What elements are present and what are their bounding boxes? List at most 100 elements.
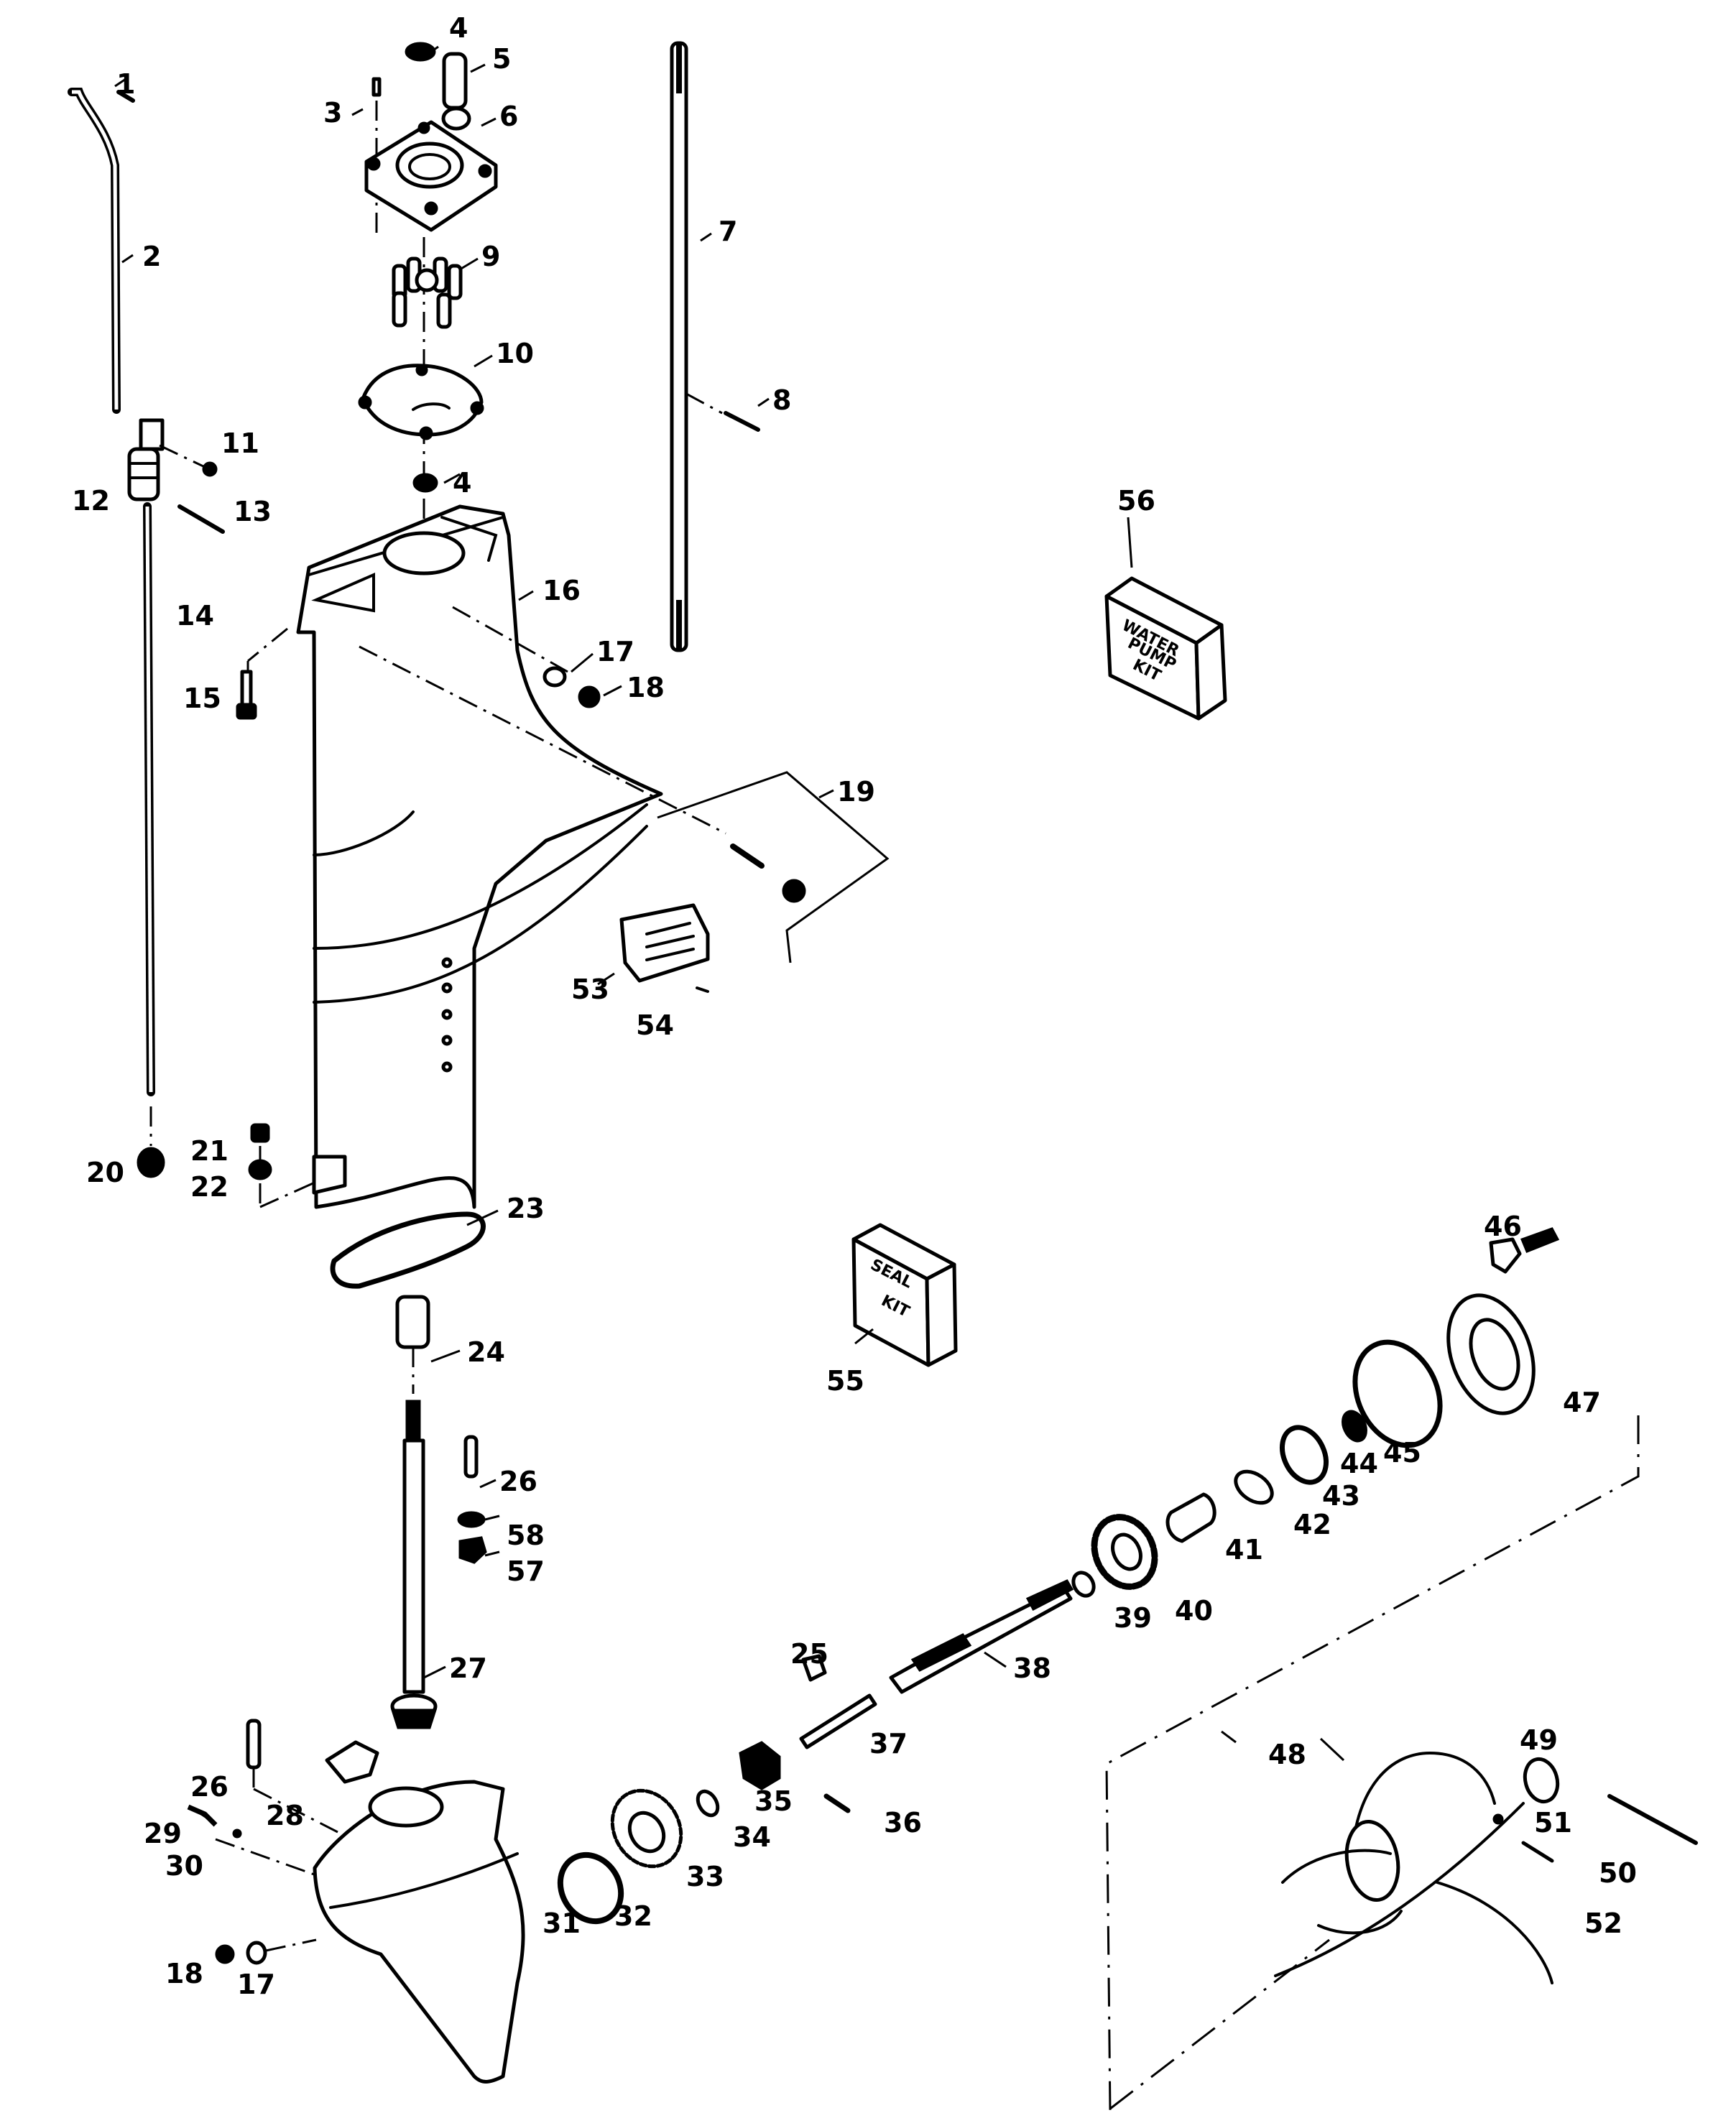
callout-32: 32 xyxy=(614,1900,652,1932)
thrust-washer-34 xyxy=(696,1789,720,1818)
stud-26-upper xyxy=(463,1435,479,1479)
clip-25 xyxy=(801,1654,827,1682)
shift-rod-connector xyxy=(127,418,165,501)
grommet-4-top xyxy=(405,42,436,62)
assembly-outline xyxy=(1105,1415,1640,2113)
pin-8 xyxy=(724,411,760,432)
callout-20: 20 xyxy=(86,1157,124,1188)
callout-24: 24 xyxy=(467,1336,505,1368)
callout-25: 25 xyxy=(790,1638,828,1670)
callout-56: 56 xyxy=(1117,485,1155,517)
callout-30: 30 xyxy=(165,1850,203,1882)
callout-39: 39 xyxy=(1114,1602,1152,1634)
callout-48: 48 xyxy=(1268,1739,1306,1770)
screw-46 xyxy=(1520,1227,1560,1253)
callout-18: 18 xyxy=(165,1958,203,1989)
water-pump-kit-56: WATER PUMP KIT xyxy=(1104,576,1227,721)
propeller-48 xyxy=(1274,1751,1553,1984)
callout-26: 26 xyxy=(190,1771,228,1803)
callout-41: 41 xyxy=(1225,1534,1263,1566)
callout-8: 8 xyxy=(772,384,791,416)
screw-54 xyxy=(696,986,709,993)
callout-31: 31 xyxy=(542,1908,581,1939)
pin-13 xyxy=(177,504,225,534)
callout-34: 34 xyxy=(733,1821,771,1853)
shift-rod-lower xyxy=(143,502,155,1096)
callout-50: 50 xyxy=(1599,1857,1637,1889)
nut-21 xyxy=(250,1123,270,1143)
cotter-pin-52 xyxy=(1521,1841,1554,1863)
callout-6: 6 xyxy=(499,101,518,132)
callout-14: 14 xyxy=(176,600,214,632)
forward-gear-33 xyxy=(610,1788,683,1869)
clutch-dog-35 xyxy=(739,1741,781,1790)
leader-1 xyxy=(114,78,126,88)
callout-40: 40 xyxy=(1175,1595,1213,1627)
screw-3 xyxy=(371,77,382,97)
callout-22: 22 xyxy=(190,1171,228,1203)
callout-53: 53 xyxy=(571,974,609,1005)
washer-51 xyxy=(1492,1813,1504,1825)
screw-15 xyxy=(236,670,257,720)
pin-50 xyxy=(1607,1794,1698,1845)
callout-11: 11 xyxy=(221,427,259,459)
callout-3: 3 xyxy=(323,97,342,129)
callout-17: 17 xyxy=(596,636,634,667)
impeller xyxy=(392,256,463,329)
screw-29 xyxy=(187,1804,218,1827)
callout-9: 9 xyxy=(481,241,500,272)
callout-29: 29 xyxy=(144,1818,182,1849)
callout-labels: 1 2 3 4 4 5 6 7 8 9 10 11 12 13 14 15 16… xyxy=(72,12,1637,2000)
anode-assembly-19 xyxy=(657,771,890,963)
drive-shaft xyxy=(670,41,688,652)
callout-35: 35 xyxy=(754,1785,793,1817)
grommet-4-lower xyxy=(412,473,438,493)
screw-18-lower xyxy=(215,1944,235,1964)
screw-18-upper xyxy=(578,685,601,708)
callout-49: 49 xyxy=(1520,1724,1558,1756)
anode-53 xyxy=(619,903,710,983)
washer-42 xyxy=(1234,1469,1274,1505)
clip-28 xyxy=(325,1740,379,1784)
grommet-20 xyxy=(137,1147,165,1178)
callout-21: 21 xyxy=(190,1135,228,1167)
callout-51: 51 xyxy=(1534,1807,1572,1839)
callout-44: 44 xyxy=(1340,1448,1378,1479)
thrust-washer-39 xyxy=(1071,1571,1096,1598)
washer-17-lower xyxy=(246,1941,267,1965)
callout-58: 58 xyxy=(507,1520,545,1551)
lower-drive-shaft-27 xyxy=(390,1400,438,1729)
callout-36: 36 xyxy=(884,1807,922,1839)
callout-16: 16 xyxy=(542,575,581,606)
drive-shaft-housing xyxy=(296,504,663,1209)
callout-2: 2 xyxy=(142,241,161,272)
callout-18: 18 xyxy=(627,672,665,703)
callout-54: 54 xyxy=(636,1009,674,1041)
callout-1: 1 xyxy=(116,68,135,100)
gearcase-31 xyxy=(313,1780,525,2084)
callout-57: 57 xyxy=(507,1555,545,1587)
pin-36 xyxy=(823,1793,851,1813)
seal-kit-55: SEAL KIT xyxy=(851,1223,958,1367)
callout-23: 23 xyxy=(507,1193,545,1224)
propeller-shaft-38 xyxy=(889,1579,1074,1694)
water-tube-5 xyxy=(442,52,468,110)
callout-47: 47 xyxy=(1563,1387,1601,1418)
callout-37: 37 xyxy=(869,1728,908,1760)
screw-11 xyxy=(202,461,218,477)
callout-12: 12 xyxy=(72,485,110,517)
nut-57 xyxy=(458,1536,487,1564)
water-pump-housing xyxy=(364,106,498,232)
o-ring-45 xyxy=(1352,1339,1443,1448)
callout-13: 13 xyxy=(234,496,272,527)
callout-19: 19 xyxy=(837,776,875,808)
callout-4: 4 xyxy=(449,12,468,44)
callout-46: 46 xyxy=(1484,1211,1522,1242)
callout-15: 15 xyxy=(183,683,221,714)
gasket-23 xyxy=(330,1211,486,1289)
leader-lines xyxy=(121,45,1345,1762)
impeller-plate xyxy=(358,364,484,440)
bushing-24 xyxy=(395,1295,430,1349)
seal-44 xyxy=(1342,1410,1367,1443)
